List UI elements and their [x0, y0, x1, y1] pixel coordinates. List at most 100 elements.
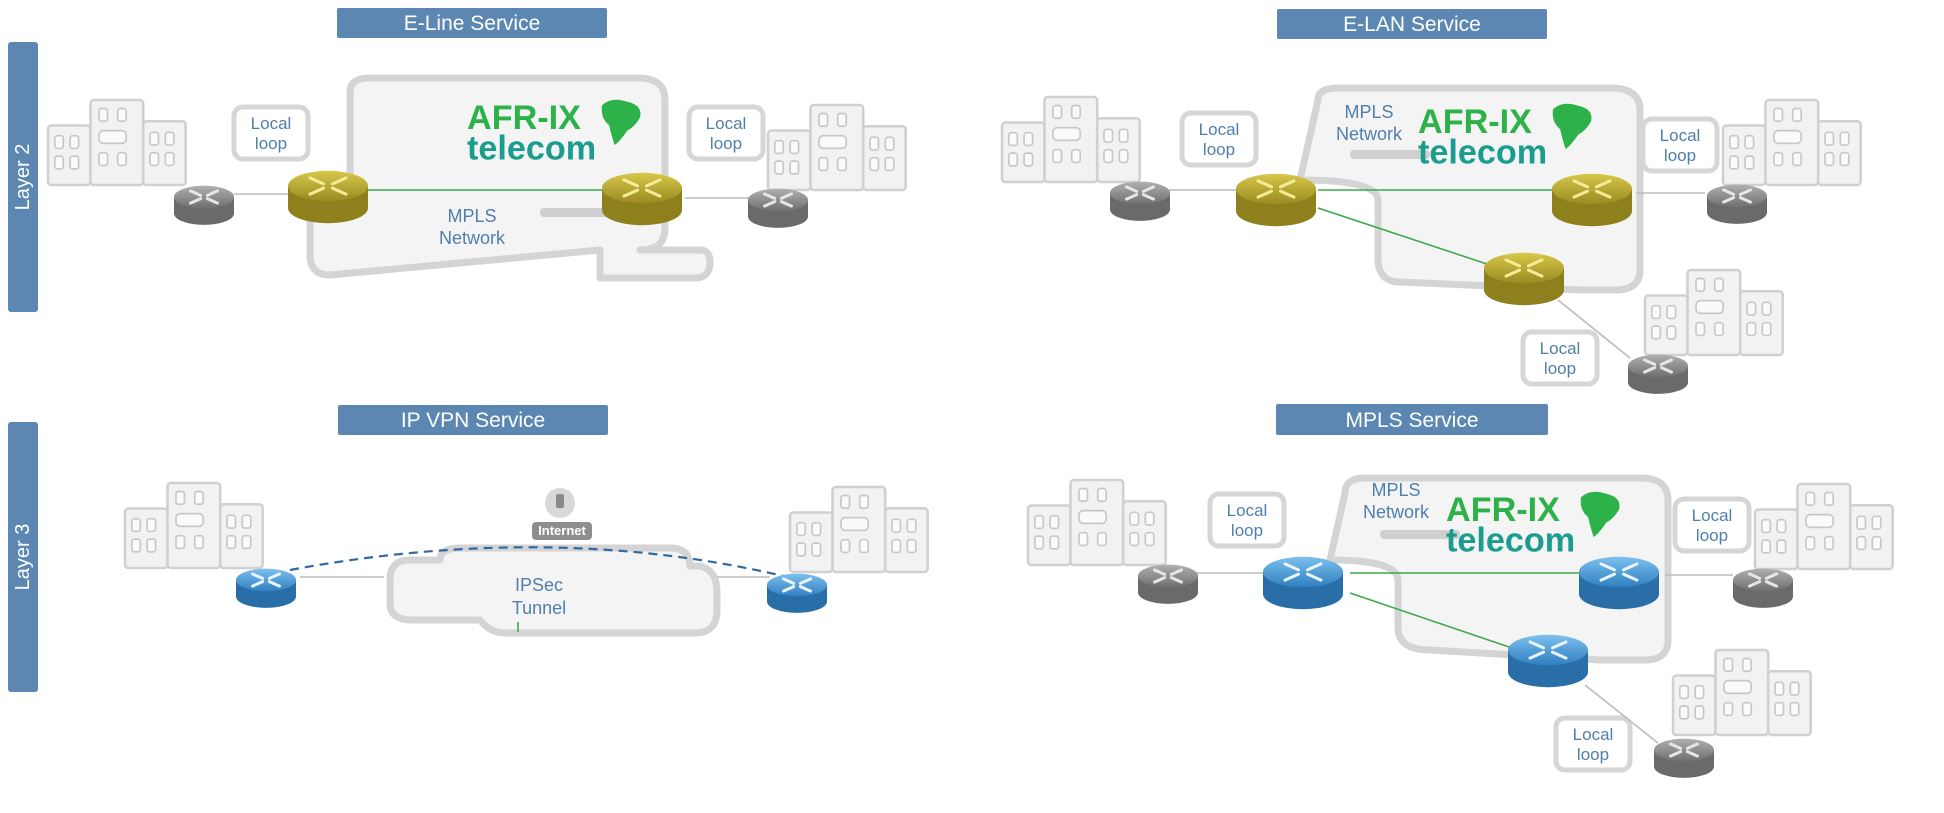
router-arrow	[1141, 185, 1155, 193]
router-top	[288, 170, 368, 202]
building-window	[1096, 531, 1108, 547]
building-tower	[123, 507, 169, 570]
building-window	[840, 516, 870, 532]
ipvpn-building-right	[788, 485, 929, 574]
elan-title-bar: E-LAN Service	[1277, 9, 1547, 39]
mpls-building-right	[1753, 482, 1894, 571]
loop-label-line: loop	[255, 134, 287, 153]
router-arrow	[1764, 572, 1778, 580]
router-arrow	[1527, 268, 1544, 278]
router-gold-eline-left[interactable]	[288, 170, 368, 224]
router-gray-elan-left[interactable]	[1110, 181, 1170, 221]
router-arrow	[798, 577, 812, 585]
router-gray-mpls-left[interactable]	[1138, 564, 1198, 604]
router-blue-mpls-left[interactable]	[1263, 556, 1343, 610]
elan-cloud-label-1: MPLS	[1344, 102, 1393, 122]
link-line	[1349, 592, 1513, 649]
router-gold-elan-bottom[interactable]	[1484, 252, 1564, 306]
router-arrow	[1599, 572, 1616, 582]
router-arrow	[1527, 258, 1544, 268]
router-arrow	[1595, 179, 1612, 189]
router-arrow	[1622, 572, 1639, 582]
building-window	[1049, 535, 1060, 550]
building-window	[840, 538, 851, 554]
building-window	[1746, 301, 1757, 316]
router-blue-ipvpn-right[interactable]	[767, 573, 827, 613]
router-arrow	[251, 580, 265, 588]
router-gold-elan-left[interactable]	[1236, 173, 1316, 227]
elan-panel	[1296, 84, 1644, 294]
router-arrow	[782, 585, 796, 593]
building-window	[1666, 325, 1677, 340]
ipsec-tunnel-line	[289, 546, 801, 582]
router-gray-elan-right[interactable]	[1707, 184, 1767, 224]
link-line	[1557, 299, 1631, 359]
router-arrow	[1306, 562, 1323, 572]
building-window	[906, 518, 917, 533]
router-gray-mpls-right[interactable]	[1733, 568, 1793, 608]
loop-box	[231, 104, 311, 162]
building-window	[1761, 301, 1772, 316]
elan-building-right	[1721, 98, 1862, 187]
router-gray-eline-left[interactable]	[174, 185, 234, 225]
building-window	[1118, 148, 1129, 164]
router-blue-ipvpn-left[interactable]	[236, 568, 296, 608]
building-window	[884, 136, 895, 151]
router-arrow	[1595, 189, 1612, 199]
router-arrow	[1306, 572, 1323, 582]
internet-tag	[532, 522, 592, 540]
mpls-building-bottom	[1671, 648, 1812, 737]
building-window	[818, 112, 829, 128]
router-blue-mpls-right[interactable]	[1579, 556, 1659, 610]
building-tower	[883, 506, 929, 574]
router-gold-elan-right[interactable]	[1552, 173, 1632, 227]
router-arrow	[1283, 562, 1300, 572]
router-arrow	[1504, 268, 1521, 278]
brand-name: AFR-IX	[1446, 491, 1560, 529]
brand-telecom: telecom	[1446, 521, 1575, 559]
building-window	[1678, 684, 1690, 700]
router-gold-eline-right[interactable]	[602, 172, 682, 226]
brand-name: AFR-IX	[467, 99, 581, 137]
router-arrow	[1748, 580, 1762, 588]
router-gray-mpls-bottom[interactable]	[1654, 738, 1714, 778]
building-tower	[218, 502, 264, 570]
router-blue-mpls-bottom[interactable]	[1508, 634, 1588, 688]
router-gray-eline-right[interactable]	[748, 188, 808, 228]
building-window	[1723, 657, 1734, 673]
loop-label-line: Local	[1692, 506, 1733, 525]
building-window	[836, 112, 848, 128]
router-arrow	[622, 178, 639, 188]
router-arrow	[267, 580, 281, 588]
internet-node: Internet	[532, 488, 592, 540]
building-window	[1694, 684, 1705, 700]
building-window	[130, 538, 142, 553]
router-arrow	[763, 200, 777, 208]
router-arrow	[645, 188, 662, 198]
router-top	[1263, 556, 1343, 588]
loop-box	[1672, 496, 1752, 554]
building-window	[1103, 128, 1114, 143]
elan-title: E-LAN Service	[1343, 13, 1481, 36]
router-top	[1707, 184, 1767, 208]
building-tower	[1000, 121, 1046, 184]
building-window	[1713, 321, 1725, 337]
building-tower	[1643, 294, 1689, 357]
building-window	[1839, 151, 1850, 167]
router-gray-elan-bottom[interactable]	[1628, 354, 1688, 394]
building-window	[1033, 514, 1045, 530]
loop-box	[1640, 116, 1720, 174]
building-window	[1761, 321, 1772, 337]
building-window	[1052, 126, 1082, 142]
loop-label-line: Local	[1540, 339, 1581, 358]
building-window	[149, 151, 160, 167]
router-top	[1579, 556, 1659, 588]
ipvpn-panel	[386, 544, 721, 637]
building-window	[1078, 487, 1089, 503]
building-window	[1773, 151, 1784, 167]
